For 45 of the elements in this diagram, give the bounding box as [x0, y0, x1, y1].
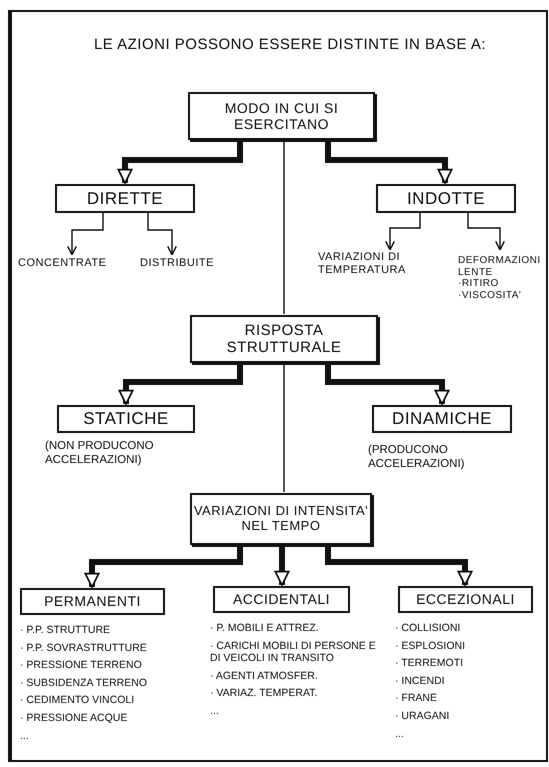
- category-box: INDOTTE: [376, 184, 516, 213]
- block-arrow: [84, 545, 243, 588]
- category-box: PERMANENTI: [20, 588, 165, 615]
- block-arrow: [117, 140, 243, 184]
- block-arrow: [325, 140, 453, 184]
- list-item: · P. MOBILI E ATTREZ.: [210, 622, 320, 635]
- category-box: RISPOSTA STRUTTURALE: [190, 315, 378, 363]
- list-item: · VARIAZ. TEMPERAT.: [210, 687, 318, 700]
- category-box: MODO IN CUI SI ESERCITANO: [188, 92, 375, 140]
- list-item: · P.P. STRUTTURE: [20, 624, 112, 637]
- list-item: · CARICHI MOBILI DI PERSONE E DI VEICOLI IN TRANSITO: [210, 640, 377, 665]
- list-item: · CEDIMENTO VINCOLI: [20, 694, 136, 707]
- list-item: · PRESSIONE ACQUE: [20, 712, 128, 725]
- category-box: VARIAZIONI DI INTENSITA' NEL TEMPO: [190, 493, 372, 545]
- list-item: · AGENTI ATMOSFER.: [210, 670, 319, 682]
- arrow: [467, 213, 506, 251]
- block-arrow: [325, 363, 450, 405]
- list-item: · INCENDI: [395, 674, 446, 688]
- list-item: · FRANE: [395, 692, 438, 705]
- category-box: ECCEZIONALI: [398, 586, 533, 613]
- block-arrow: [325, 545, 473, 586]
- list-item: · TERREMOTI: [395, 657, 464, 670]
- list-item: ...: [20, 730, 30, 742]
- list-item: · PRESSIONE TERRENO: [20, 659, 143, 672]
- arrow: [384, 213, 421, 251]
- list-item: ...: [395, 728, 405, 740]
- arrow: [147, 213, 178, 256]
- list-item: · ESPLOSIONI: [395, 640, 466, 652]
- connector-line: [283, 140, 285, 314]
- connector-line: [283, 363, 285, 492]
- list-item: · P.P. SOVRASTRUTTURE: [20, 642, 148, 654]
- category-box: DIRETTE: [55, 184, 195, 213]
- category-box: ACCIDENTALI: [213, 586, 350, 613]
- list-item: · URAGANI: [395, 710, 450, 723]
- note-text: (NON PRODUCONO ACCELERAZIONI): [45, 440, 155, 468]
- diagram-title: LE AZIONI POSSONO ESSERE DISTINTE IN BASE A:: [92, 36, 488, 53]
- arrow: [66, 213, 104, 256]
- note-text: (PRODUCONO ACCELERAZIONI): [368, 444, 466, 472]
- list-item: · COLLISIONI: [395, 622, 462, 635]
- list-item: · SUBSIDENZA TERRENO: [20, 676, 148, 690]
- category-box: STATICHE: [57, 405, 195, 433]
- block-arrow: [274, 545, 290, 586]
- category-box: DINAMICHE: [372, 405, 512, 433]
- list-item: ...: [210, 704, 220, 718]
- block-arrow: [118, 363, 243, 405]
